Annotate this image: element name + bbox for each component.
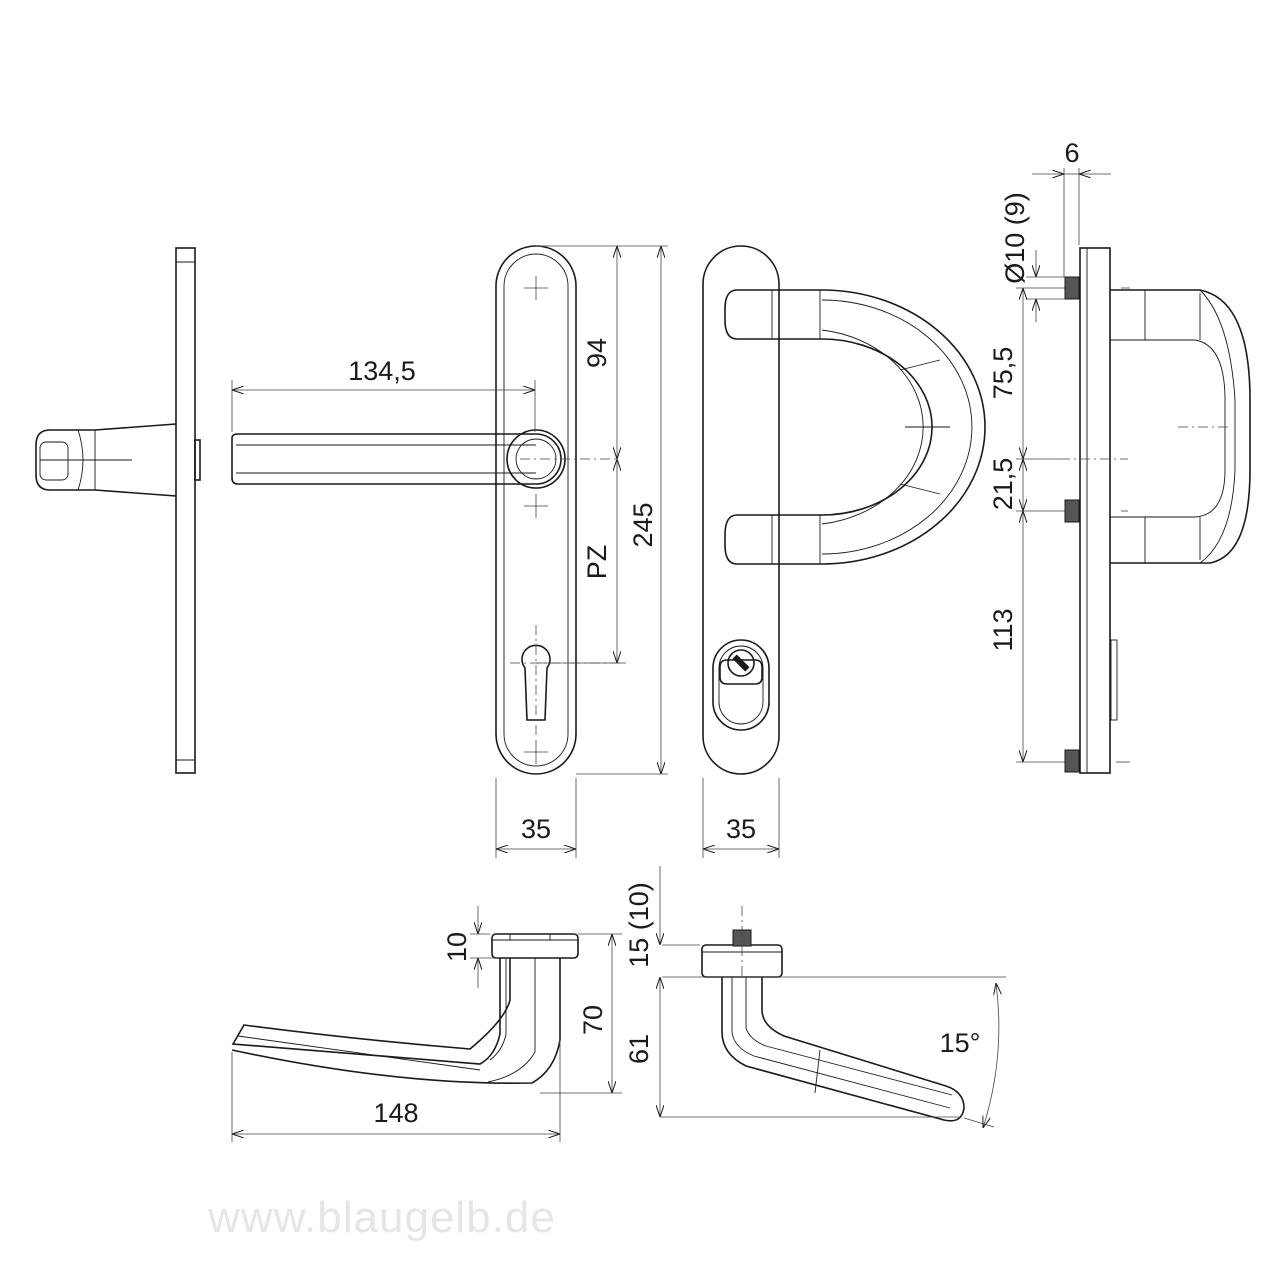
dim-15-10: 15 (10) [624, 882, 654, 968]
lever-side-profile-view [35, 247, 201, 774]
lever-top-view [231, 933, 579, 1085]
dim-113: 113 [988, 608, 1018, 651]
dimension-lines [231, 168, 1111, 1142]
dim-15-degree: 15° [940, 1028, 981, 1058]
watermark: www.blaugelb.de [207, 1193, 556, 1242]
dim-61: 61 [624, 1034, 654, 1064]
dim-134-5: 134,5 [348, 356, 416, 386]
front-plate-lever-view [231, 245, 620, 775]
dim-6: 6 [1064, 138, 1079, 168]
dim-21-5: 21,5 [988, 458, 1018, 511]
dimension-labels: 134,5 94 PZ 245 35 35 6 Ø10 (9) 75,5 21,… [348, 138, 1079, 1128]
dim-148: 148 [373, 1098, 418, 1128]
dim-phi10-9: Ø10 (9) [1000, 192, 1030, 284]
dim-245: 245 [628, 502, 658, 547]
pull-handle-top-view [701, 906, 965, 1122]
pull-handle-side-view [1060, 247, 1251, 774]
dim-35-back: 35 [726, 814, 756, 844]
dim-94: 94 [582, 338, 612, 368]
dim-pz: PZ [582, 545, 612, 580]
back-plate-pull-handle-view [702, 245, 986, 775]
dim-70: 70 [578, 1005, 608, 1035]
dim-10: 10 [442, 932, 472, 962]
dim-75-5: 75,5 [988, 347, 1018, 400]
dim-35-front: 35 [521, 814, 551, 844]
